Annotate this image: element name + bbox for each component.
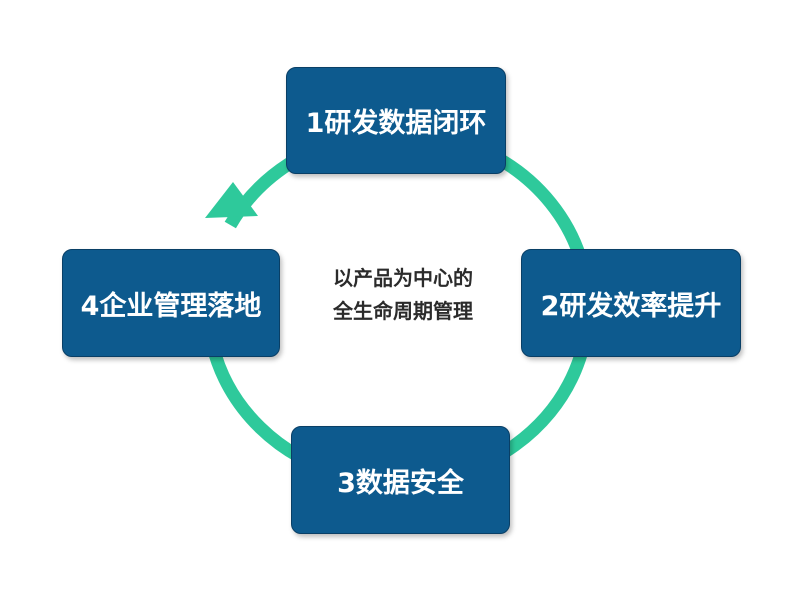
stage-label: 1研发数据闭环 <box>305 108 487 139</box>
stage-box-data-security: 3数据安全 <box>291 426 510 534</box>
stage-label: 3数据安全 <box>337 467 464 499</box>
stage-box-r-and-d-data-loop: 1研发数据闭环 <box>286 67 506 174</box>
center-caption-line-2: 全生命周期管理 <box>333 299 473 323</box>
center-caption: 以产品为中心的 全生命周期管理 <box>303 262 503 328</box>
stage-label: 4企业管理落地 <box>80 290 262 322</box>
stage-label: 2研发效率提升 <box>540 290 722 322</box>
stage-box-r-and-d-efficiency: 2研发效率提升 <box>521 249 741 357</box>
cycle-arrowhead <box>205 182 258 218</box>
center-caption-line-1: 以产品为中心的 <box>333 266 473 290</box>
stage-box-enterprise-management: 4企业管理落地 <box>62 249 280 357</box>
